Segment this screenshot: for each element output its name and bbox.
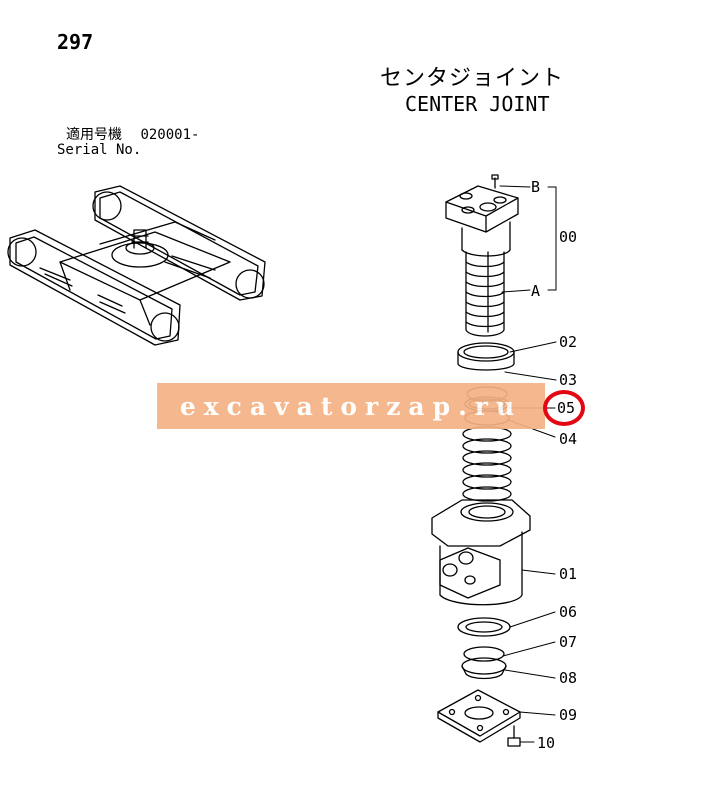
highlight-circle-part-05	[543, 390, 585, 426]
serial-value: 020001-	[140, 127, 200, 143]
callout-00: 00	[559, 228, 578, 246]
serial-label-japanese: 適用号機	[66, 127, 122, 143]
serial-row-japanese: 適用号機 020001-	[66, 124, 199, 144]
callout-02: 02	[559, 333, 578, 351]
callout-a: A	[531, 282, 541, 300]
watermark-text: excavatorzap.ru	[179, 391, 523, 421]
leader-lines	[499, 185, 557, 743]
part-08-plate	[461, 657, 507, 680]
spring-coils	[462, 426, 512, 502]
part-01-body	[431, 499, 531, 606]
page-number: 297	[57, 30, 94, 54]
part-09-cover	[437, 689, 521, 743]
callout-10: 10	[537, 734, 556, 752]
undercarriage-illustration	[7, 185, 266, 346]
part-10-bolt	[507, 725, 521, 747]
callout-07: 07	[559, 633, 578, 651]
part-02-seal	[457, 342, 515, 371]
callout-b: B	[531, 178, 541, 196]
callout-06: 06	[559, 603, 578, 621]
part-06-seal	[457, 617, 511, 637]
title-english: CENTER JOINT	[405, 92, 550, 116]
serial-label-english: Serial No.	[57, 142, 142, 158]
title-japanese: センタジョイント	[380, 66, 565, 91]
callout-03: 03	[559, 371, 578, 389]
part-00-rotor-assembly	[445, 174, 519, 337]
callout-09: 09	[559, 706, 578, 724]
part-07-ring	[463, 646, 505, 662]
watermark-banner: excavatorzap.ru	[157, 383, 545, 429]
callout-01: 01	[559, 565, 578, 583]
callout-04: 04	[559, 430, 578, 448]
callout-08: 08	[559, 669, 578, 687]
